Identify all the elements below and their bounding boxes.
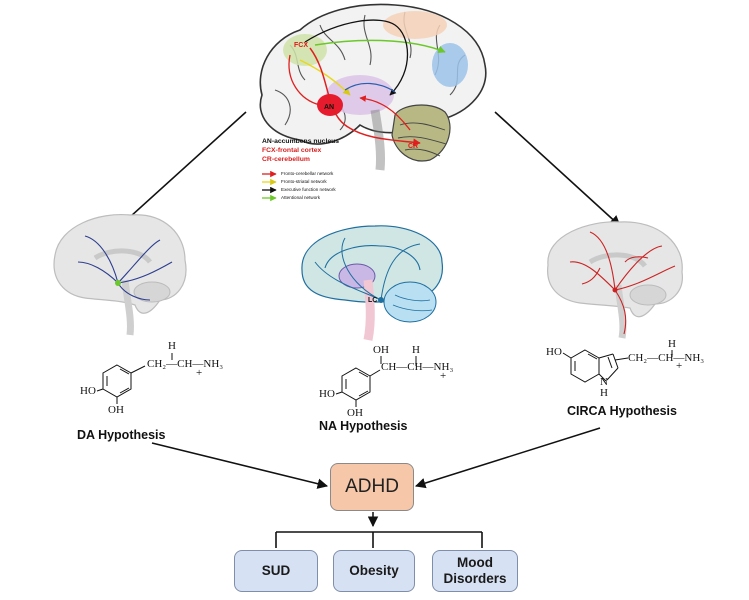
outcome-sud-label: SUD — [261, 562, 291, 578]
network-legend-arrows — [262, 170, 277, 202]
cr-label: CR — [408, 143, 418, 150]
circa-n-atom: N — [600, 376, 608, 388]
na-ho: HO — [319, 388, 335, 400]
adhd-box: ADHD — [330, 463, 414, 511]
outcome-obesity: Obesity — [333, 550, 415, 592]
na-hypothesis-label: NA Hypothesis — [319, 419, 408, 433]
serotonin-structure — [562, 349, 673, 383]
outcome-mood-label: Mood Disorders — [443, 554, 507, 586]
na-oh-top: OH — [373, 344, 389, 356]
central-brain-illustration — [259, 3, 487, 171]
adhd-label: ADHD — [345, 476, 399, 497]
na-charge: + — [440, 370, 447, 382]
da-ho: HO — [80, 385, 96, 397]
arrow-da-to-adhd — [151, 442, 329, 489]
na-h-atom: H — [412, 344, 420, 356]
legend-fronto-cerebellar: Fronto-cerebellar network — [281, 171, 334, 176]
da-chain: CH₂—CH—NH₃ — [147, 358, 224, 370]
circa-h-atom: H — [668, 338, 676, 350]
na-oh: OH — [347, 407, 363, 419]
legend-accumbens: AN-accumbens nucleus — [262, 138, 340, 145]
legend-frontal-cortex: FCX-frontal cortex — [262, 147, 322, 154]
noradrenaline-structure — [335, 356, 417, 407]
outcome-sud: SUD — [234, 550, 318, 592]
outcome-bracket — [275, 531, 483, 548]
legend-executive: Executive function network — [281, 187, 336, 192]
da-brain-illustration — [53, 213, 187, 336]
an-label: AN — [324, 104, 334, 111]
arrow-to-circa — [494, 111, 621, 227]
outcome-obesity-label: Obesity — [349, 562, 399, 578]
da-h-atom: H — [168, 340, 176, 352]
circa-brain-illustration — [547, 221, 683, 339]
legend-cerebellum: CR-cerebellum — [262, 156, 310, 163]
arrow-circa-to-adhd — [414, 427, 601, 489]
outcome-mood-disorders: Mood Disorders — [432, 550, 518, 592]
fcx-label: FCX — [294, 42, 308, 49]
circa-charge: + — [676, 360, 683, 372]
arrow-to-da — [119, 111, 247, 227]
dopamine-structure — [96, 353, 173, 404]
circa-ho: HO — [546, 346, 562, 358]
circa-nh-h: H — [600, 387, 608, 399]
lc-label: LC — [368, 297, 377, 304]
da-hypothesis-label: DA Hypothesis — [77, 428, 166, 442]
circa-hypothesis-label: CIRCA Hypothesis — [567, 404, 677, 418]
da-oh: OH — [108, 404, 124, 416]
na-brain-illustration — [290, 224, 445, 342]
legend-attentional: Attentional network — [281, 195, 321, 200]
na-chain: CH—CH—NH₃ — [381, 361, 454, 373]
da-charge: + — [196, 367, 203, 379]
legend-fronto-striatal: Fronto-striatal network — [281, 179, 327, 184]
circa-chain: CH₂—CH—NH₃ — [628, 352, 705, 364]
